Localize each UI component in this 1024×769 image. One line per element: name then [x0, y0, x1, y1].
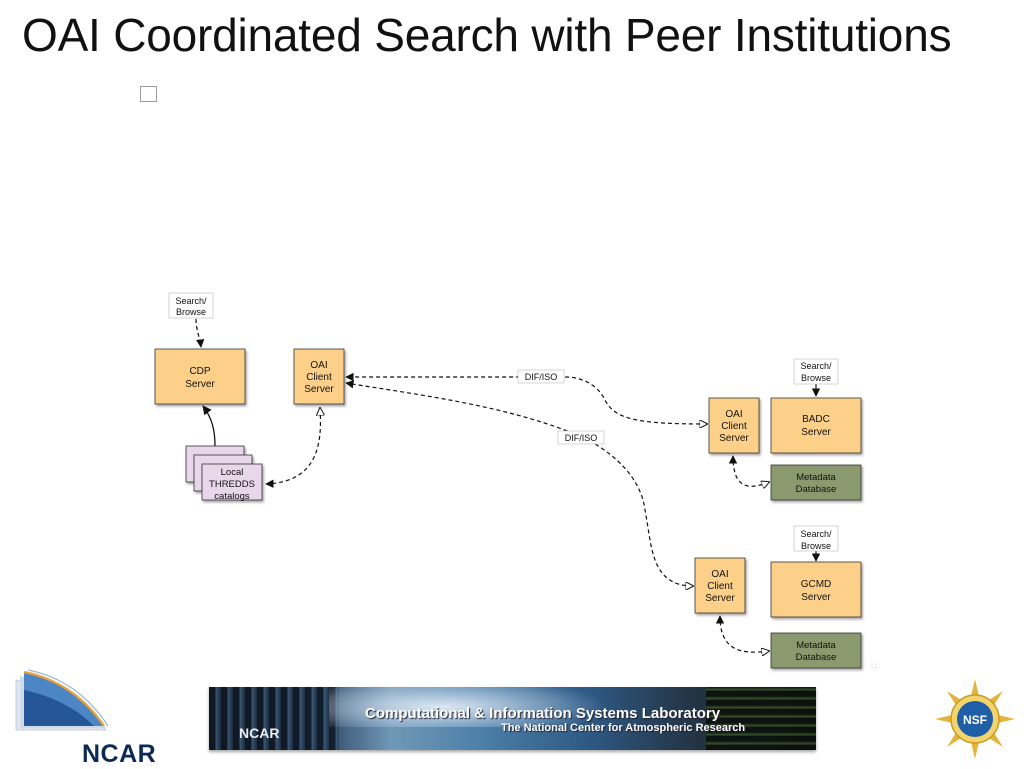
metadata-database-gcmd: Metadata Database [770, 632, 862, 669]
svg-text:catalogs: catalogs [214, 491, 250, 502]
slide-title: OAI Coordinated Search with Peer Institu… [22, 9, 952, 61]
svg-text:THREDDS: THREDDS [209, 479, 255, 490]
resize-handle-icon: ∷ [871, 661, 877, 671]
edge-search-to-cdp [195, 318, 205, 348]
banner-ncar-label: NCAR [239, 725, 280, 741]
local-thredds-catalogs: Local THREDDS catalogs [185, 445, 263, 502]
svg-text:OAI: OAI [711, 569, 728, 580]
oai-client-server-badc: OAI Client Server [708, 397, 760, 454]
svg-text:OAI: OAI [725, 409, 742, 420]
edge-thredds-to-cdp [202, 405, 216, 447]
banner-subtitle: The National Center for Atmospheric Rese… [501, 722, 746, 734]
metadata-database-badc: Metadata Database [770, 464, 862, 501]
gcmd-server-node: GCMD Server [770, 561, 862, 618]
svg-text:Local: Local [221, 467, 244, 478]
ncar-logo [15, 669, 109, 731]
svg-text:Server: Server [705, 593, 735, 604]
svg-text:Search/: Search/ [175, 296, 207, 306]
svg-text:Client: Client [707, 581, 733, 592]
edge-gcmd-oai-to-ncar-oai [346, 383, 693, 586]
svg-text:Database: Database [796, 484, 837, 495]
banner-server-image [209, 687, 339, 750]
badc-server-node: BADC Server [770, 397, 862, 454]
svg-text:Server: Server [185, 379, 215, 390]
svg-text:Search/: Search/ [800, 529, 832, 539]
svg-text:NSF: NSF [963, 713, 987, 727]
svg-text:Browse: Browse [176, 307, 206, 317]
search-browse-badc: Search/ Browse [793, 358, 839, 385]
ncar-logo-text: NCAR [82, 740, 157, 768]
cdp-server-node: CDP Server [154, 348, 246, 405]
edge-label-dif-iso-top: DIF/ISO [517, 369, 565, 384]
edge-oai-ncar-to-thredds [266, 408, 320, 484]
svg-text:Metadata: Metadata [796, 640, 836, 651]
svg-text:Client: Client [721, 421, 747, 432]
svg-text:GCMD: GCMD [801, 579, 832, 590]
svg-text:Server: Server [801, 427, 831, 438]
svg-text:Metadata: Metadata [796, 472, 836, 483]
svg-text:Client: Client [306, 372, 332, 383]
svg-text:OAI: OAI [310, 360, 327, 371]
edge-badc-db-to-oai [733, 456, 769, 486]
oai-client-server-gcmd: OAI Client Server [694, 557, 746, 614]
nsf-logo: NSF [935, 679, 1015, 759]
banner-cloud-image [329, 687, 609, 727]
svg-text:Database: Database [796, 652, 837, 663]
search-browse-gcmd: Search/ Browse [793, 525, 839, 552]
svg-text:Search/: Search/ [800, 361, 832, 371]
banner-title: Computational & Information Systems Labo… [365, 705, 721, 722]
svg-text:DIF/ISO: DIF/ISO [525, 372, 558, 382]
empty-bullet-placeholder [140, 86, 157, 102]
oai-client-server-ncar: OAI Client Server [293, 348, 345, 405]
svg-text:Server: Server [801, 592, 831, 603]
search-browse-ncar: Search/ Browse [168, 292, 214, 319]
edge-gcmd-db-to-oai [720, 616, 769, 652]
banner-rack-image [706, 687, 816, 750]
svg-text:Server: Server [719, 433, 749, 444]
svg-text:BADC: BADC [802, 414, 830, 425]
svg-text:CDP: CDP [189, 366, 210, 377]
svg-text:Server: Server [304, 384, 334, 395]
svg-text:Browse: Browse [801, 541, 831, 551]
svg-text:Browse: Browse [801, 373, 831, 383]
edge-label-dif-iso-middle: DIF/ISO [557, 430, 605, 445]
cisl-banner: NCAR Computational & Information Systems… [209, 687, 816, 750]
svg-text:DIF/ISO: DIF/ISO [565, 433, 598, 443]
